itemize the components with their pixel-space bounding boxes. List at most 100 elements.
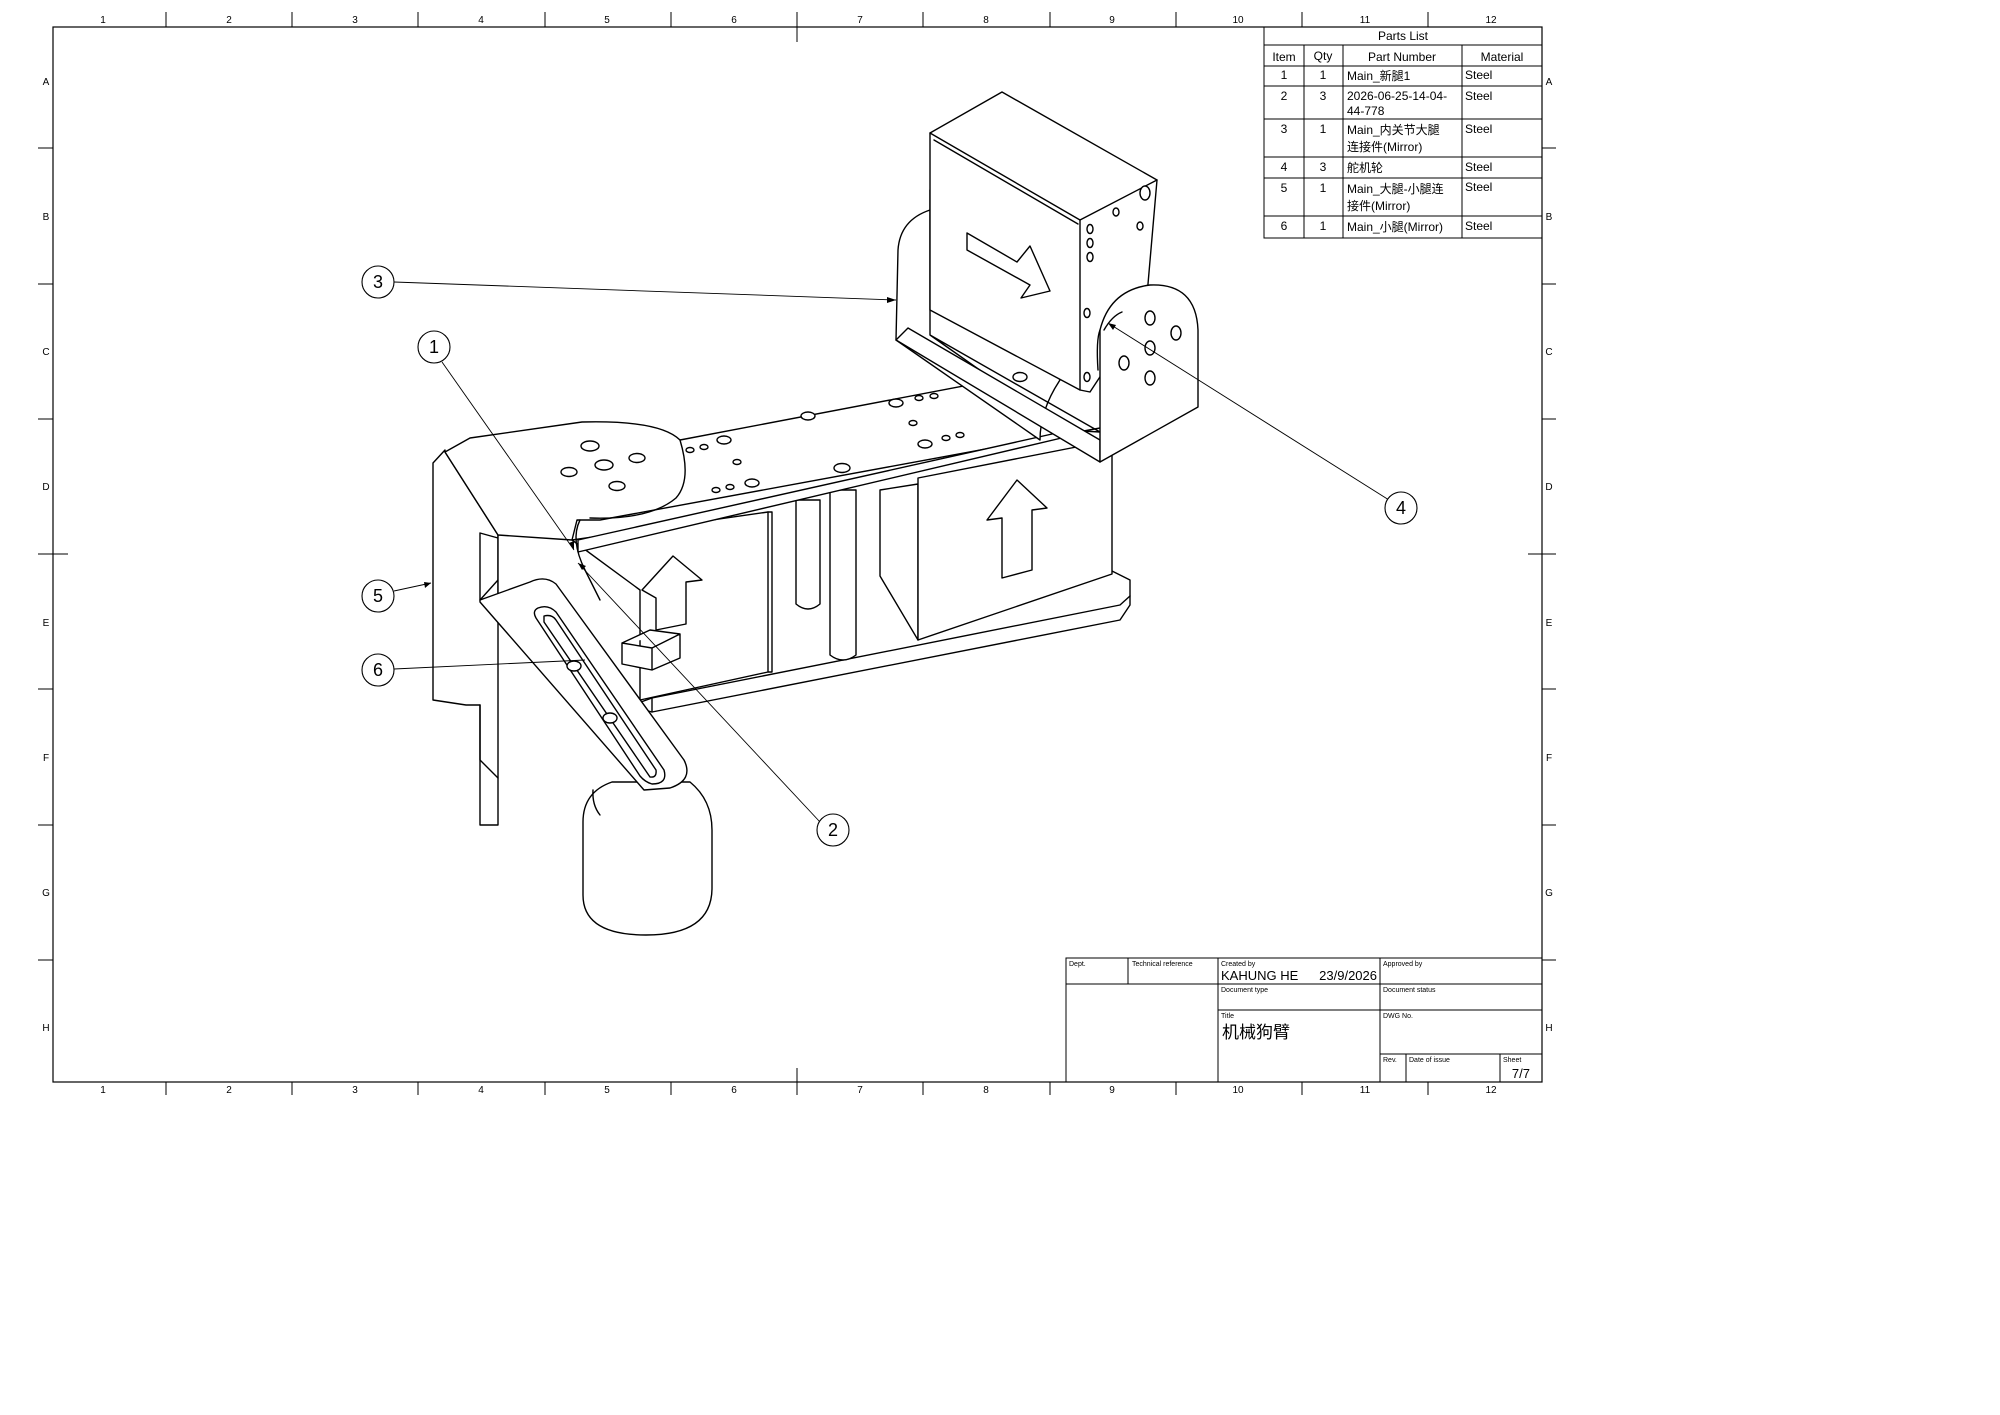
zone-col-top: 3 — [352, 15, 358, 26]
zone-col-bottom: 8 — [983, 1085, 989, 1096]
zone-row-left: H — [42, 1023, 49, 1034]
drawing-title: 机械狗臂 — [1222, 1023, 1290, 1042]
zone-col-bottom: 12 — [1485, 1085, 1497, 1096]
zone-col-top: 8 — [983, 15, 989, 26]
balloon-2: 2 — [828, 820, 838, 840]
parts-list-cell: 5 — [1281, 181, 1288, 195]
parts-list-cell: Main_内关节大腿 — [1347, 123, 1440, 137]
thigh-shin-connector — [432, 449, 499, 826]
balloon-1: 1 — [429, 337, 439, 357]
parts-list-cell: Steel — [1465, 68, 1492, 82]
zone-row-left: F — [43, 753, 49, 764]
zone-col-top: 9 — [1109, 15, 1115, 26]
zone-row-left: G — [42, 888, 50, 899]
parts-list-cell: Main_小腿(Mirror) — [1347, 220, 1443, 234]
zone-row-right: C — [1545, 347, 1552, 358]
parts-list-cell: Steel — [1465, 89, 1492, 103]
zone-col-bottom: 4 — [478, 1085, 484, 1096]
zone-col-top: 12 — [1485, 15, 1497, 26]
zone-row-left: B — [43, 212, 50, 223]
dwg-no-label: DWG No. — [1383, 1013, 1413, 1020]
parts-list-cell: 1 — [1320, 219, 1327, 233]
zone-col-top: 2 — [226, 15, 232, 26]
parts-list-cell: Main_大腿-小腿连 — [1347, 181, 1444, 196]
parts-list-cell: 2 — [1281, 89, 1288, 103]
zone-row-left: A — [43, 77, 50, 88]
small-block — [621, 629, 681, 671]
zone-col-bottom: 3 — [352, 1085, 358, 1096]
zone-col-bottom: 7 — [857, 1085, 863, 1096]
parts-list-title: Parts List — [1378, 29, 1429, 43]
dept-label: Dept. — [1069, 961, 1086, 968]
parts-list-cell: 舵机轮 — [1347, 160, 1383, 175]
balloon-labels: 3 1 2 4 5 6 — [373, 272, 1406, 840]
zone-col-bottom: 2 — [226, 1085, 232, 1096]
zone-row-right: B — [1546, 212, 1553, 223]
parts-list-cell: Steel — [1465, 219, 1492, 233]
parts-list-cell: Steel — [1465, 160, 1492, 174]
title-block: Dept. Technical reference Created by KAH… — [1065, 957, 1543, 1083]
parts-list-header: Material — [1481, 50, 1524, 64]
servo-housing — [895, 91, 1158, 463]
zone-row-right: D — [1545, 482, 1552, 493]
posts — [795, 489, 857, 661]
top-plate — [444, 359, 1111, 553]
zone-col-bottom: 11 — [1360, 1085, 1371, 1096]
parts-list-cell: 3 — [1320, 160, 1327, 174]
zone-col-top: 6 — [731, 15, 737, 26]
zone-col-bottom: 5 — [604, 1085, 610, 1096]
balloon-5: 5 — [373, 586, 383, 606]
leader-lines — [393, 281, 1390, 823]
zone-row-right: G — [1545, 888, 1553, 899]
parts-list-cell: 2026-06-25-14-04- — [1347, 89, 1447, 103]
document-type-label: Document type — [1221, 987, 1268, 994]
zone-col-bottom: 9 — [1109, 1085, 1115, 1096]
zone-row-left: D — [42, 482, 49, 493]
rev-label: Rev. — [1383, 1057, 1397, 1064]
zone-row-left: E — [43, 618, 50, 629]
zone-row-right: F — [1546, 753, 1552, 764]
sheet-frame — [38, 12, 1556, 1095]
parts-list-header: Item — [1272, 50, 1295, 64]
drawing-sheet: 1 2 3 4 5 6 7 8 9 10 11 12 1 2 3 4 5 6 7… — [38, 12, 1556, 1096]
created-date-value: 23/9/2026 — [1319, 968, 1377, 983]
zone-col-top: 5 — [604, 15, 610, 26]
document-status-label: Document status — [1383, 987, 1436, 994]
approved-by-label: Approved by — [1383, 961, 1423, 968]
zone-col-top: 11 — [1360, 15, 1371, 26]
shin-link — [479, 519, 688, 791]
top-plate-holes — [560, 392, 1030, 494]
leader-arrowheads — [424, 297, 1116, 588]
parts-list-cell: Steel — [1465, 180, 1492, 194]
zone-col-bottom: 6 — [731, 1085, 737, 1096]
lower-leg-cylinder — [582, 781, 713, 936]
parts-list-cell: Steel — [1465, 122, 1492, 136]
zone-col-top: 1 — [100, 15, 106, 26]
assembly-isometric-view — [432, 91, 1199, 936]
parts-list-cell: Main_新腿1 — [1347, 68, 1411, 83]
parts-list-cell: 3 — [1281, 122, 1288, 136]
zone-row-right: E — [1546, 618, 1553, 629]
zone-labels: 1 2 3 4 5 6 7 8 9 10 11 12 1 2 3 4 5 6 7… — [42, 15, 1553, 1096]
balloon-3: 3 — [373, 272, 383, 292]
zone-row-right: A — [1546, 77, 1553, 88]
parts-list-cell: 44-778 — [1347, 104, 1385, 118]
created-by-value: KAHUNG HE — [1221, 968, 1299, 983]
balloons — [361, 265, 1418, 847]
direction-arrows — [641, 479, 1048, 631]
sheet-label: Sheet — [1503, 1057, 1521, 1064]
parts-list-cell: 1 — [1320, 181, 1327, 195]
zone-col-bottom: 10 — [1232, 1085, 1244, 1096]
parts-list-table: Parts List Item Qty Part Number Material… — [1263, 26, 1543, 239]
balloon-4: 4 — [1396, 498, 1406, 518]
parts-list-header: Part Number — [1368, 50, 1436, 64]
parts-list-cell: 1 — [1320, 122, 1327, 136]
zone-col-top: 7 — [857, 15, 863, 26]
balloon-6: 6 — [373, 660, 383, 680]
parts-list-cell: 6 — [1281, 219, 1288, 233]
zone-col-top: 4 — [478, 15, 484, 26]
parts-list-cell: 3 — [1320, 89, 1327, 103]
servo-side-plate — [1096, 284, 1199, 463]
tech-ref-label: Technical reference — [1132, 961, 1193, 968]
zone-col-top: 10 — [1232, 15, 1244, 26]
